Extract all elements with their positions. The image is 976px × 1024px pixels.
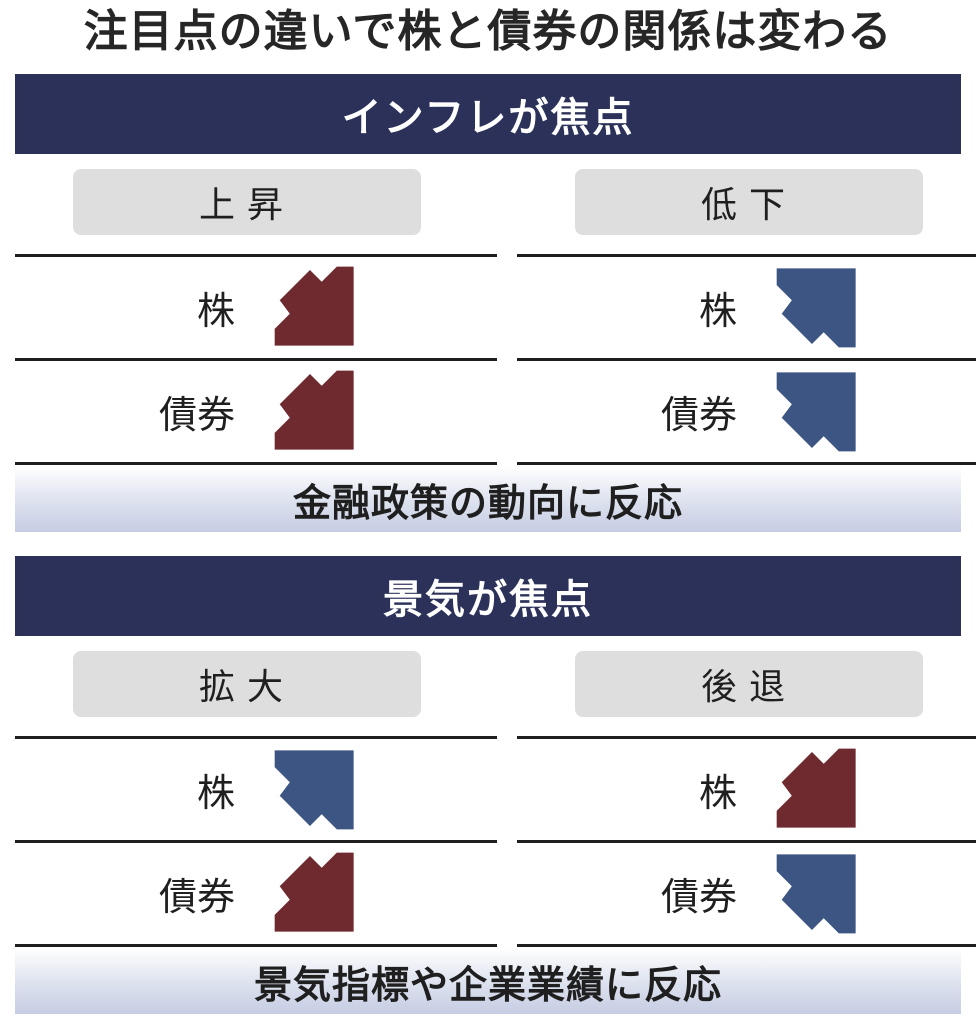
table-row: 債券	[15, 361, 497, 461]
row-label: 債券	[158, 392, 235, 437]
column-rise: 上昇 株 債券	[15, 169, 497, 465]
row-label: 株	[698, 770, 737, 815]
arrow-up-right-icon	[776, 268, 856, 348]
table-row: 株	[517, 257, 976, 357]
column-label: 拡大	[73, 651, 421, 717]
divider	[517, 358, 976, 361]
arrow-down-right-icon	[776, 748, 856, 828]
divider	[517, 840, 976, 843]
divider	[15, 462, 497, 465]
table-row: 株	[15, 257, 497, 357]
row-label: 株	[196, 288, 235, 333]
arrow-down-right-icon	[274, 266, 354, 346]
divider	[15, 254, 497, 257]
section-header: 景気が焦点	[15, 556, 961, 636]
row-label: 株	[196, 770, 235, 815]
row-label: 債券	[660, 392, 737, 437]
arrow-up-shape	[776, 372, 856, 452]
table-row: 株	[15, 739, 497, 839]
column-expansion: 拡大 株 債券	[15, 651, 497, 947]
divider	[517, 944, 976, 947]
arrow-down-right-icon	[274, 852, 354, 932]
table-row: 債券	[15, 843, 497, 943]
column-recession: 後退 株 債券	[517, 651, 976, 947]
table-row: 債券	[517, 843, 976, 943]
section-footer: 景気指標や企業業績に反応	[15, 948, 961, 1014]
section-footer: 金融政策の動向に反応	[15, 466, 961, 532]
divider	[15, 358, 497, 361]
arrow-down-shape	[274, 370, 354, 450]
divider	[517, 462, 976, 465]
divider	[15, 840, 497, 843]
row-label: 債券	[158, 874, 235, 919]
column-label: 後退	[575, 651, 923, 717]
arrow-up-right-icon	[776, 854, 856, 934]
arrow-up-shape	[776, 268, 856, 348]
section-header: インフレが焦点	[15, 74, 961, 154]
divider	[517, 736, 976, 739]
arrow-up-shape	[776, 854, 856, 934]
table-row: 債券	[517, 361, 976, 461]
table-row: 株	[517, 739, 976, 839]
arrow-up-right-icon	[274, 750, 354, 830]
column-label: 低下	[575, 169, 923, 235]
row-label: 債券	[660, 874, 737, 919]
divider	[15, 944, 497, 947]
section-inflation: インフレが焦点 上昇 株 債券 低下 株 債券 金融政策の動向に反応	[0, 74, 976, 534]
column-fall: 低下 株 債券	[517, 169, 976, 465]
arrow-up-shape	[274, 750, 354, 830]
arrow-down-shape	[274, 852, 354, 932]
arrow-down-shape	[274, 266, 354, 346]
section-economy: 景気が焦点 拡大 株 債券 後退 株 債券 景気指標や企業業績に反応	[0, 556, 976, 1016]
row-label: 株	[698, 288, 737, 333]
divider	[517, 254, 976, 257]
arrow-down-shape	[776, 748, 856, 828]
arrow-down-right-icon	[274, 370, 354, 450]
arrow-up-right-icon	[776, 372, 856, 452]
column-label: 上昇	[73, 169, 421, 235]
page-title: 注目点の違いで株と債券の関係は変わる	[83, 6, 893, 57]
divider	[15, 736, 497, 739]
